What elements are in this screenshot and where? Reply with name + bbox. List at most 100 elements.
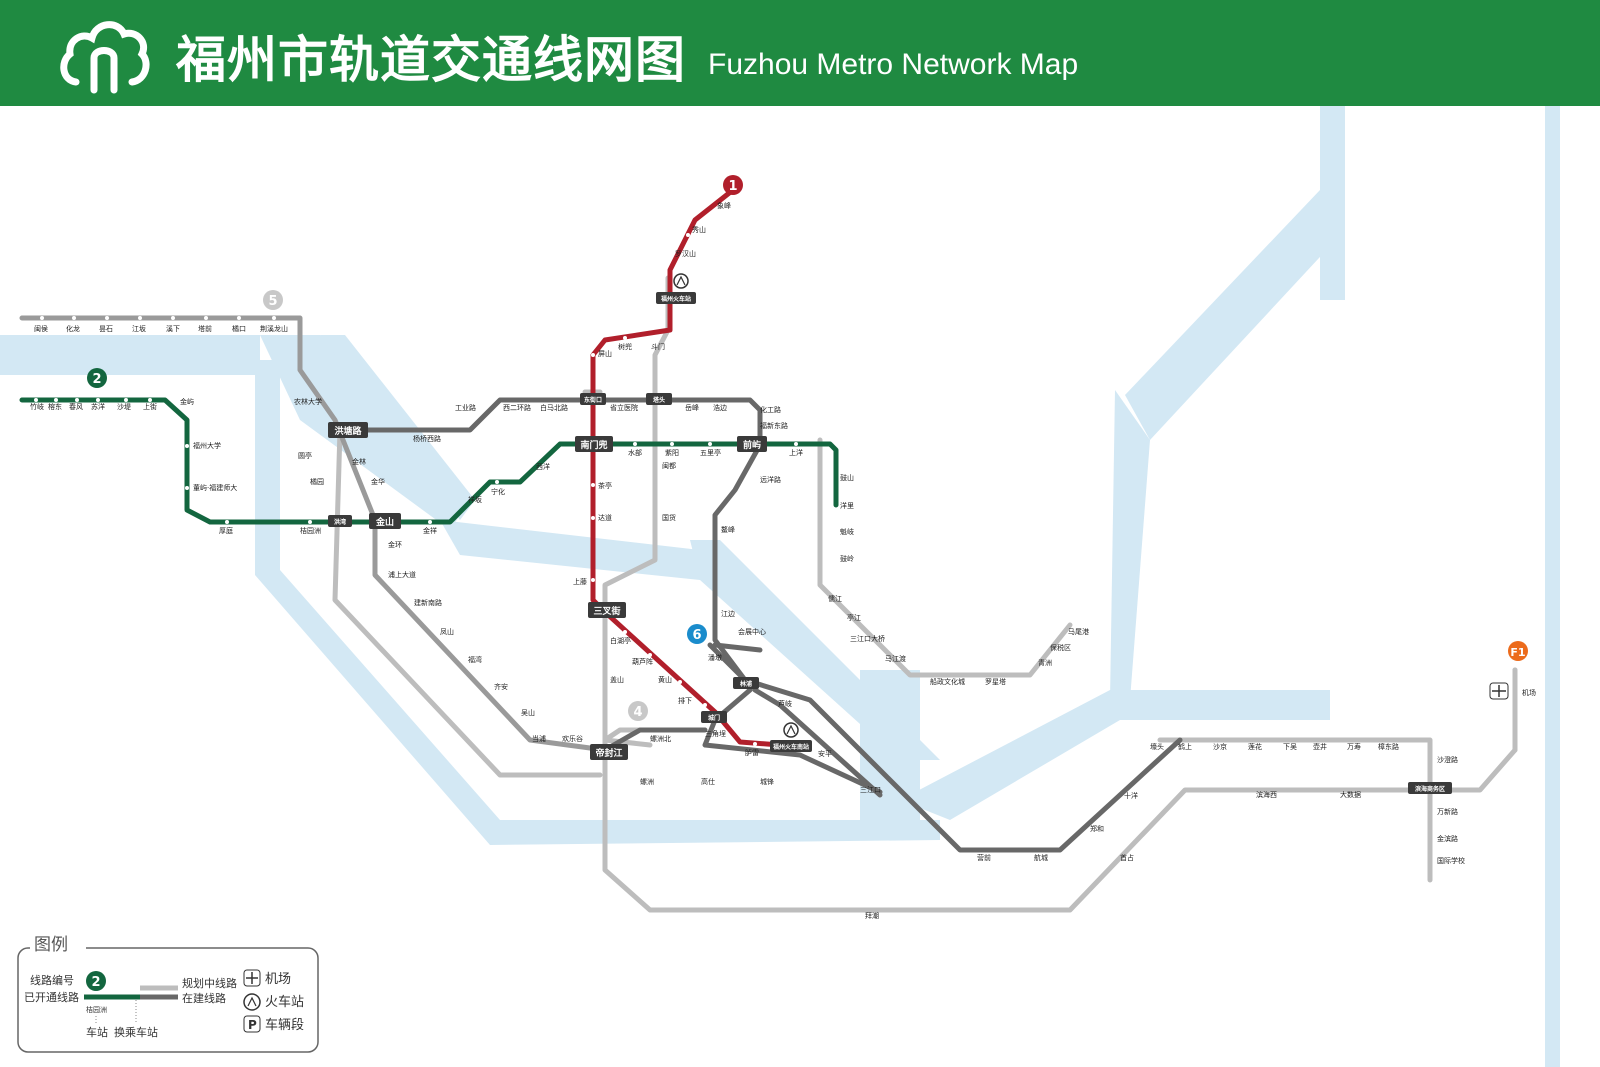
station-xierhuan[interactable]: 西二环路 [503,403,531,412]
station-shadi[interactable]: 沙堤 [117,402,131,411]
station-shudou[interactable]: 树兜 [618,342,632,351]
line-1-badge[interactable]: 1 [728,179,737,194]
station-dongjiekou[interactable]: 东街口 [584,396,602,404]
station-guohuo[interactable]: 国货 [662,513,676,522]
station-wushan[interactable]: 吴山 [521,708,535,717]
station-wanxinlu[interactable]: 万新路 [1437,807,1458,816]
station-airport[interactable]: 机场 [1522,688,1536,697]
station-juyuan[interactable]: 橘园 [310,477,324,486]
station-luozhoubei[interactable]: 螺洲北 [650,734,671,743]
station-nanmendou[interactable]: 南门兜 [580,439,607,451]
station-hualong[interactable]: 化龙 [66,324,80,333]
station-shouzhan[interactable]: 首占 [1120,853,1134,862]
station-mindu[interactable]: 闽都 [662,462,676,470]
station-fuzhou-university[interactable]: 福州大学 [193,441,221,450]
station-fuxin-donglu[interactable]: 福新东路 [760,421,788,430]
station-xiangban[interactable]: 祥坂 [468,495,482,504]
station-qianyu[interactable]: 前屿 [743,439,761,451]
station-wanshou[interactable]: 万寿 [1347,742,1361,751]
station-zhuqi[interactable]: 竹岐 [30,402,44,411]
station-luozhou[interactable]: 螺洲 [640,777,654,786]
station-sanchajie[interactable]: 三叉街 [593,605,620,617]
station-maweigang[interactable]: 马尾港 [1068,627,1089,636]
station-hujing[interactable]: 壶井 [1313,742,1327,751]
station-xiyang[interactable]: 西洋 [536,462,550,471]
station-rujiang[interactable]: 儒江 [828,594,842,603]
station-sanjiaocheng[interactable]: 三角埕 [705,729,726,738]
station-shajing[interactable]: 沙京 [1213,742,1227,751]
station-gaishan[interactable]: 盖山 [610,675,624,684]
station-dadao[interactable]: 达道 [598,513,612,522]
station-shachenglu[interactable]: 沙澄路 [1437,755,1458,764]
station-jiangbian[interactable]: 江边 [721,609,735,618]
station-lulei[interactable]: 胪雷 [745,748,759,757]
station-shengli-hospital[interactable]: 省立医院 [610,403,638,412]
station-xiawu[interactable]: 下吴 [1283,743,1297,751]
station-anping[interactable]: 安平 [818,749,832,758]
station-luoxingta[interactable]: 罗星塔 [985,677,1006,686]
station-gushan[interactable]: 鼓山 [840,473,854,482]
station-yingqian[interactable]: 营前 [977,853,991,862]
station-doumen[interactable]: 斗门 [651,342,665,351]
station-majiangdu[interactable]: 马江渡 [885,654,906,663]
station-chuanzheng[interactable]: 船政文化城 [930,677,965,686]
station-xiangfeng[interactable]: 象峰 [717,201,731,210]
station-kuiqi[interactable]: 魁岐 [840,527,854,536]
station-ninghua[interactable]: 宁化 [491,487,505,496]
station-sanjiangkou[interactable]: 三江口 [860,786,881,794]
station-sanjiangkou-bridge[interactable]: 三江口大桥 [850,634,885,643]
station-lianhua[interactable]: 莲花 [1248,742,1262,751]
station-haobian[interactable]: 浩边 [713,403,727,412]
station-tingjiang[interactable]: 亭江 [847,613,861,622]
station-jiangban[interactable]: 江坂 [132,324,146,333]
station-jinlin[interactable]: 金林 [352,457,366,466]
station-taqian[interactable]: 塔前 [198,324,212,333]
station-zhenghe[interactable]: 郑和 [1090,824,1104,833]
station-yuanting[interactable]: 圆亭 [298,451,312,460]
station-jinyu[interactable]: 金屿 [180,397,194,406]
station-qian[interactable]: 齐安 [494,682,508,691]
station-pandun[interactable]: 潘墩 [708,653,722,662]
station-yuanyanglu[interactable]: 远洋路 [760,475,781,484]
station-haotou[interactable]: 壕头 [1150,742,1164,751]
station-linpu[interactable]: 林浦 [740,680,752,688]
station-jinshan[interactable]: 金山 [375,516,394,528]
station-gongyelu[interactable]: 工业路 [455,403,476,412]
station-rongdong[interactable]: 榕东 [48,402,62,411]
station-qingzhou[interactable]: 青洲 [1038,658,1052,667]
station-pingshan[interactable]: 屏山 [598,349,612,358]
station-jinhuan[interactable]: 金环 [388,540,402,549]
station-chengmen[interactable]: 城门 [708,714,720,722]
station-huangshan[interactable]: 黄山 [658,675,672,684]
station-chengfeng[interactable]: 城锋 [760,777,774,786]
line-5-badge[interactable]: 5 [268,294,277,309]
station-aofeng[interactable]: 鳌峰 [721,525,735,534]
station-tanshi[interactable]: 昙石 [99,325,113,333]
station-huagonglu[interactable]: 化工路 [760,405,781,414]
station-hongtanglu[interactable]: 洪塘路 [334,425,362,437]
station-guoji-school[interactable]: 国际学校 [1437,856,1465,865]
station-jianxin-nanlu[interactable]: 建新南路 [414,598,442,607]
station-shangjie[interactable]: 上街 [143,402,157,411]
station-binhaixi[interactable]: 滨海西 [1256,790,1277,799]
station-shangyang[interactable]: 上洋 [789,448,803,457]
station-binhai[interactable]: 滨海商务区 [1415,785,1445,793]
station-baoshui[interactable]: 保税区 [1050,643,1071,652]
station-huizhan-center[interactable]: 会展中心 [738,627,766,636]
station-ziyang[interactable]: 紫阳 [665,448,679,457]
station-juyuanzhou[interactable]: 桔园洲 [300,526,321,535]
station-xixia[interactable]: 溪下 [166,324,180,333]
station-gaoshi[interactable]: 高仕 [701,777,715,786]
station-wuliting[interactable]: 五里亭 [700,448,721,457]
station-fuzhou-south[interactable]: 福州火车南站 [772,743,809,751]
station-dongyu-normal[interactable]: 董屿·福建师大 [193,483,237,492]
station-baimabeilu[interactable]: 白马北路 [540,403,568,412]
station-baihuting[interactable]: 白湖亭 [610,636,631,645]
station-yuefeng[interactable]: 岳峰 [685,403,699,412]
station-dangpu[interactable]: 当浦 [532,734,546,743]
station-shiyang[interactable]: 十洋 [1124,791,1138,800]
station-zhangdonglu[interactable]: 樟东路 [1378,742,1399,751]
station-difengjiang[interactable]: 帝封江 [595,747,622,759]
station-xiushan[interactable]: 秀山 [692,225,706,234]
station-hangcheng[interactable]: 航城 [1034,853,1048,862]
